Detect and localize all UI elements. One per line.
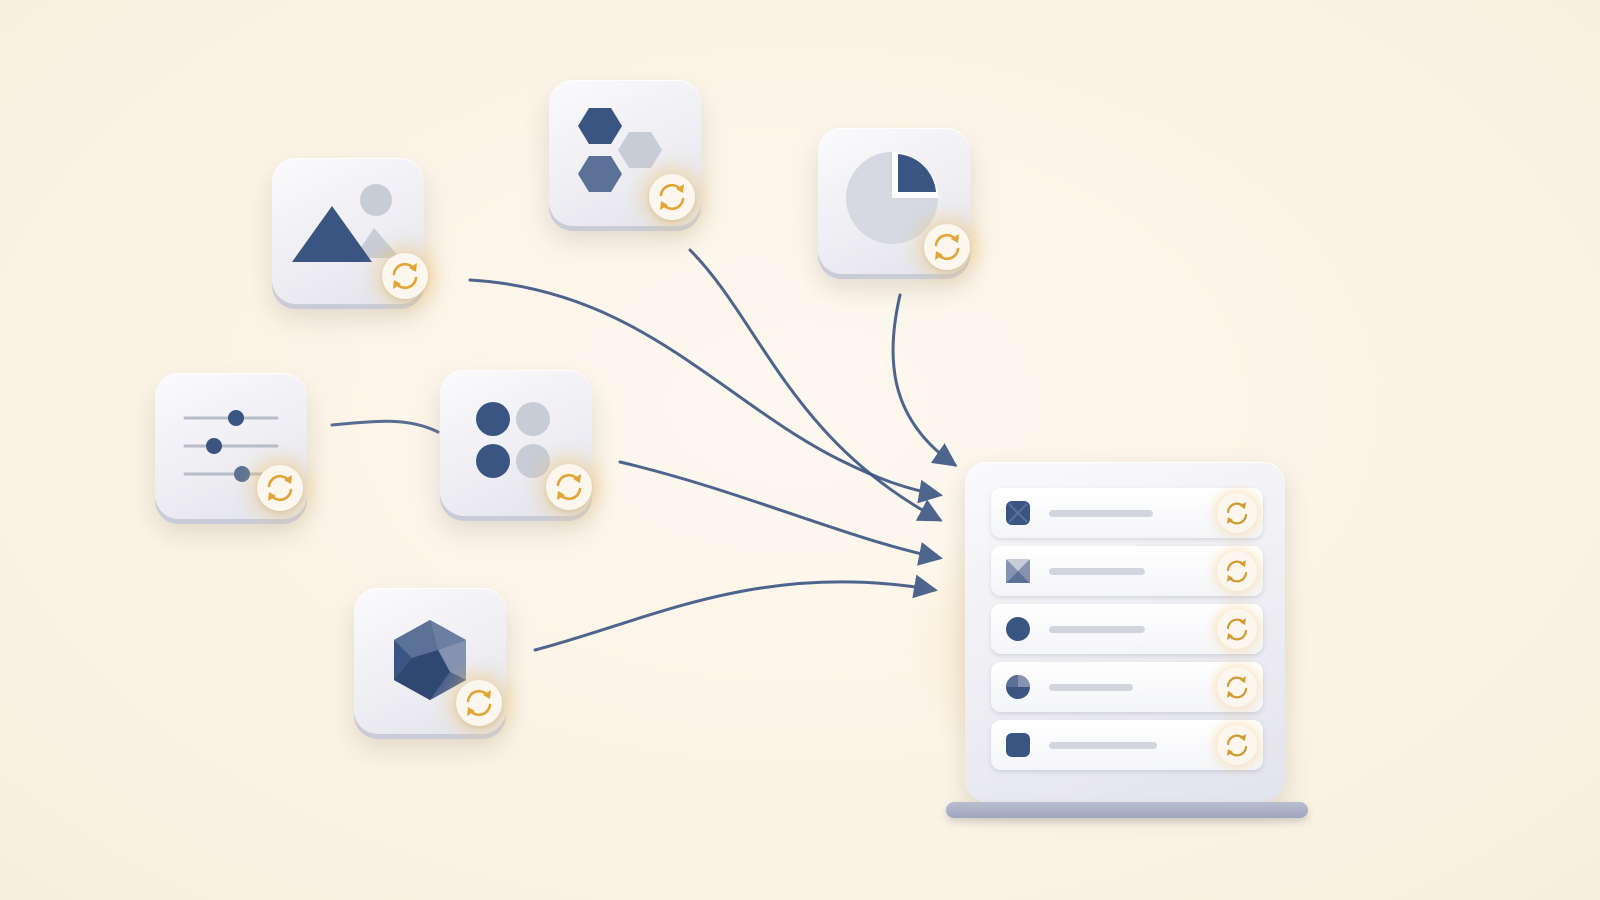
pie-circle-icon xyxy=(1006,675,1030,699)
server-row[interactable] xyxy=(991,488,1263,538)
sync-icon xyxy=(924,224,970,270)
sliders-icon xyxy=(183,410,279,482)
connector-image-to-server xyxy=(468,278,943,504)
hexagon-cluster-icon xyxy=(578,108,662,192)
split-square-icon xyxy=(1006,559,1030,583)
sync-icon xyxy=(1217,551,1257,591)
rounded-square-icon xyxy=(1006,733,1030,757)
dot-grid-icon xyxy=(476,402,550,478)
source-tile-image[interactable] xyxy=(272,158,428,304)
source-tile-polyhedron[interactable] xyxy=(354,588,506,734)
connector-polyhedron-to-server xyxy=(533,574,938,652)
connector-pie-to-server xyxy=(891,293,958,467)
connector-sliders-to-dots xyxy=(330,419,440,434)
sync-icon xyxy=(382,253,428,299)
source-tile-dots[interactable] xyxy=(440,370,592,516)
row-placeholder-bar xyxy=(1049,568,1145,575)
row-placeholder-bar xyxy=(1049,742,1157,749)
polyhedron-icon xyxy=(394,620,466,700)
server-base xyxy=(946,802,1308,818)
sync-icon xyxy=(1217,667,1257,707)
source-tile-hexagons[interactable] xyxy=(549,80,701,226)
square-icon xyxy=(1006,501,1030,525)
sync-icon xyxy=(257,465,303,511)
row-placeholder-bar xyxy=(1049,510,1153,517)
pie-chart-icon xyxy=(846,152,938,244)
sync-icon xyxy=(1217,725,1257,765)
sync-icon xyxy=(546,464,592,510)
image-icon xyxy=(292,184,400,262)
sync-icon xyxy=(1217,493,1257,533)
circle-icon xyxy=(1006,617,1030,641)
source-tile-sliders[interactable] xyxy=(155,373,307,519)
connector-dots-to-server xyxy=(618,460,943,566)
server-row[interactable] xyxy=(991,720,1263,770)
sync-icon xyxy=(1217,609,1257,649)
sync-icon xyxy=(649,174,695,220)
row-placeholder-bar xyxy=(1049,626,1145,633)
server-row[interactable] xyxy=(991,662,1263,712)
connector-hexagons-to-server xyxy=(688,248,943,522)
server-row[interactable] xyxy=(991,604,1263,654)
server-row[interactable] xyxy=(991,546,1263,596)
sync-icon xyxy=(456,680,502,726)
source-tile-pie[interactable] xyxy=(818,128,970,274)
row-placeholder-bar xyxy=(1049,684,1133,691)
